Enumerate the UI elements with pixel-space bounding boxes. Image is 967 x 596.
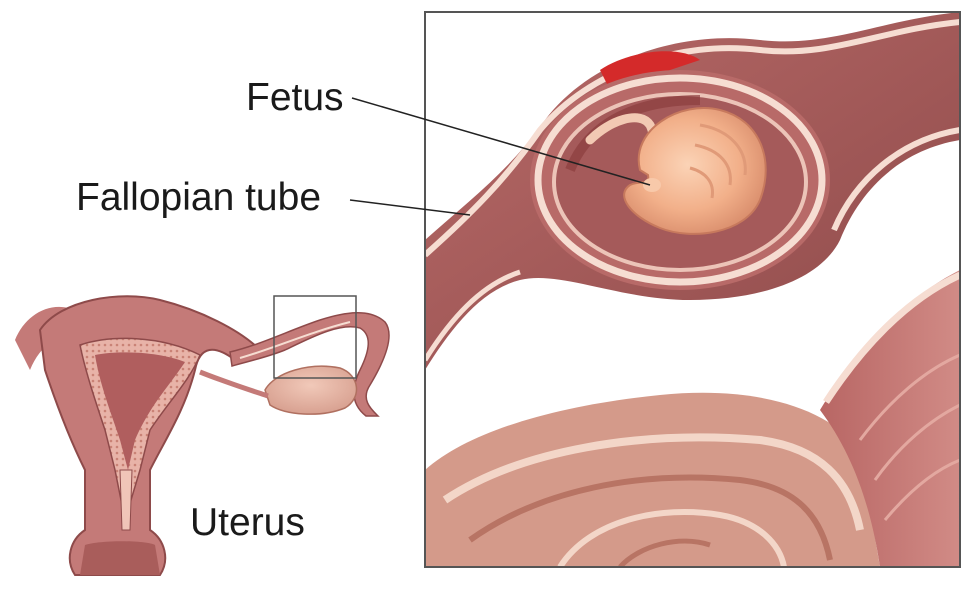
inset-illustration bbox=[425, 12, 960, 567]
label-uterus: Uterus bbox=[190, 503, 305, 542]
label-fetus: Fetus bbox=[246, 78, 344, 117]
label-fallopian-tube: Fallopian tube bbox=[76, 178, 321, 217]
